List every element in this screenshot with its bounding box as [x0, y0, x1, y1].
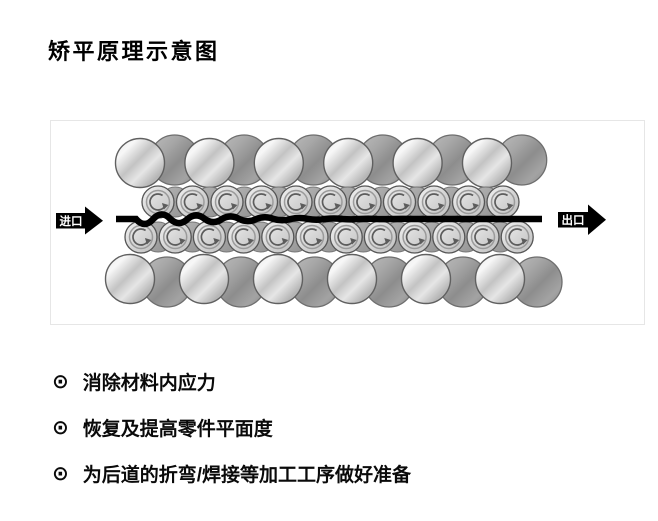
rotation-arrow-icon	[459, 193, 477, 211]
rotation-arrow-icon	[149, 193, 166, 211]
backup-roller-light	[474, 253, 526, 305]
rotation-arrowhead-icon	[144, 238, 152, 245]
backup-roller-light	[252, 253, 304, 305]
rotation-arrow-icon	[405, 228, 423, 246]
bullet-item: ⊙ 为后道的折弯/焊接等加工工序做好准备	[52, 461, 612, 487]
rotation-arrowhead-icon	[196, 203, 203, 210]
rotation-arrowhead-icon	[368, 203, 376, 210]
rotation-arrowhead-icon	[418, 238, 426, 245]
rotation-arrowhead-icon	[437, 203, 445, 210]
roller-stack	[104, 134, 563, 308]
rotation-arrow-icon	[234, 228, 252, 246]
rotation-arrowhead-icon	[161, 203, 169, 210]
rotation-arrow-icon	[337, 228, 354, 246]
rotation-arrow-icon	[371, 228, 389, 246]
leveling-diagram: 进口 出口	[40, 115, 650, 330]
bullet-text: 为后道的折弯/焊接等加工工序做好准备	[82, 465, 412, 486]
rotation-arrow-icon	[200, 228, 218, 246]
rotation-arrowhead-icon	[247, 238, 255, 245]
work-roller-rim	[197, 224, 222, 250]
bullet-icon: ⊙	[52, 370, 69, 393]
rotation-arrow-icon	[494, 193, 511, 211]
work-roller-rim	[318, 189, 343, 215]
rotation-arrow-icon	[183, 193, 201, 211]
rotation-arrowhead-icon	[315, 238, 323, 245]
work-roller-rim	[352, 189, 378, 215]
rotation-arrow-icon	[390, 193, 408, 211]
page-title: 矫平原理示意图	[48, 39, 220, 64]
rotation-arrow-icon	[303, 228, 320, 246]
rotation-arrowhead-icon	[384, 238, 391, 245]
rotation-arrowhead-icon	[213, 238, 220, 245]
work-roller-rim	[299, 224, 325, 250]
rotation-arrowhead-icon	[403, 203, 410, 210]
rotation-arrow-icon	[218, 193, 235, 211]
backup-roller-light	[461, 137, 513, 189]
work-roller-rim	[283, 189, 309, 215]
backup-roller-light	[253, 137, 304, 189]
rotation-arrow-icon	[508, 228, 525, 246]
backup-roller-light	[114, 137, 166, 189]
work-roller-rim	[265, 224, 291, 250]
work-roller-rim	[436, 224, 462, 250]
rotation-arrowhead-icon	[521, 238, 528, 245]
inlet-label: 进口	[60, 214, 83, 228]
rotation-arrowhead-icon	[179, 238, 186, 245]
rotation-arrow-icon	[252, 193, 270, 211]
rotation-arrow-icon	[132, 228, 149, 246]
rotation-arrowhead-icon	[230, 203, 238, 210]
rotation-arrowhead-icon	[299, 203, 307, 210]
outlet-label: 出口	[562, 213, 585, 227]
material-strip	[116, 211, 542, 228]
bullet-item: ⊙ 恢复及提高零件平面度	[52, 415, 612, 441]
work-roller-rim	[231, 224, 256, 250]
rotation-arrowhead-icon	[486, 238, 494, 245]
rotation-arrow-icon	[474, 228, 491, 246]
backup-roller-light	[178, 253, 230, 305]
backup-roller-light	[323, 137, 374, 189]
diagram-image-border	[50, 120, 645, 325]
rotation-arrow-icon	[356, 193, 373, 211]
rotation-arrow-icon	[268, 228, 286, 246]
rotation-arrow-icon	[321, 193, 339, 211]
bullet-text: 恢复及提高零件平面度	[82, 419, 273, 440]
work-roller-rim	[470, 224, 496, 250]
backup-roller-light	[184, 137, 235, 189]
backup-roller-light	[326, 253, 378, 305]
bullet-icon: ⊙	[52, 462, 69, 485]
rotation-arrow-icon	[287, 193, 304, 211]
bullet-item: ⊙ 消除材料内应力	[52, 369, 612, 395]
leveling-diagram-svg: 进口 出口	[50, 120, 645, 325]
rotation-arrowhead-icon	[506, 203, 514, 210]
rotation-arrow-icon	[166, 228, 183, 246]
rotation-arrowhead-icon	[472, 203, 479, 210]
bullet-list: ⊙ 消除材料内应力 ⊙ 恢复及提高零件平面度 ⊙ 为后道的折弯/焊接等加工工序做好准备	[52, 369, 612, 507]
rotation-arrowhead-icon	[350, 238, 357, 245]
rotation-arrow-icon	[425, 193, 442, 211]
backup-roller-light	[400, 253, 452, 305]
work-roller-rim	[456, 189, 481, 215]
work-roller-rim	[490, 189, 516, 215]
work-roller-rim	[368, 224, 393, 250]
work-roller-rim	[333, 224, 359, 250]
inlet-arrow: 进口	[56, 206, 103, 235]
outlet-arrow: 出口	[558, 204, 606, 235]
work-roller-rim	[504, 224, 530, 250]
bullet-icon: ⊙	[52, 416, 69, 439]
rotation-arrow-icon	[439, 228, 457, 246]
rotation-arrowhead-icon	[281, 238, 289, 245]
rotation-arrowhead-icon	[452, 238, 460, 245]
backup-roller-light	[392, 137, 443, 189]
work-roller-rim	[387, 189, 412, 215]
bullet-text: 消除材料内应力	[82, 373, 216, 394]
work-roller-rim	[421, 189, 447, 215]
rotation-arrowhead-icon	[334, 203, 341, 210]
work-roller-rim	[402, 224, 427, 250]
work-roller-rim	[249, 189, 274, 215]
backup-roller-light	[104, 253, 156, 305]
rotation-arrowhead-icon	[265, 203, 272, 210]
